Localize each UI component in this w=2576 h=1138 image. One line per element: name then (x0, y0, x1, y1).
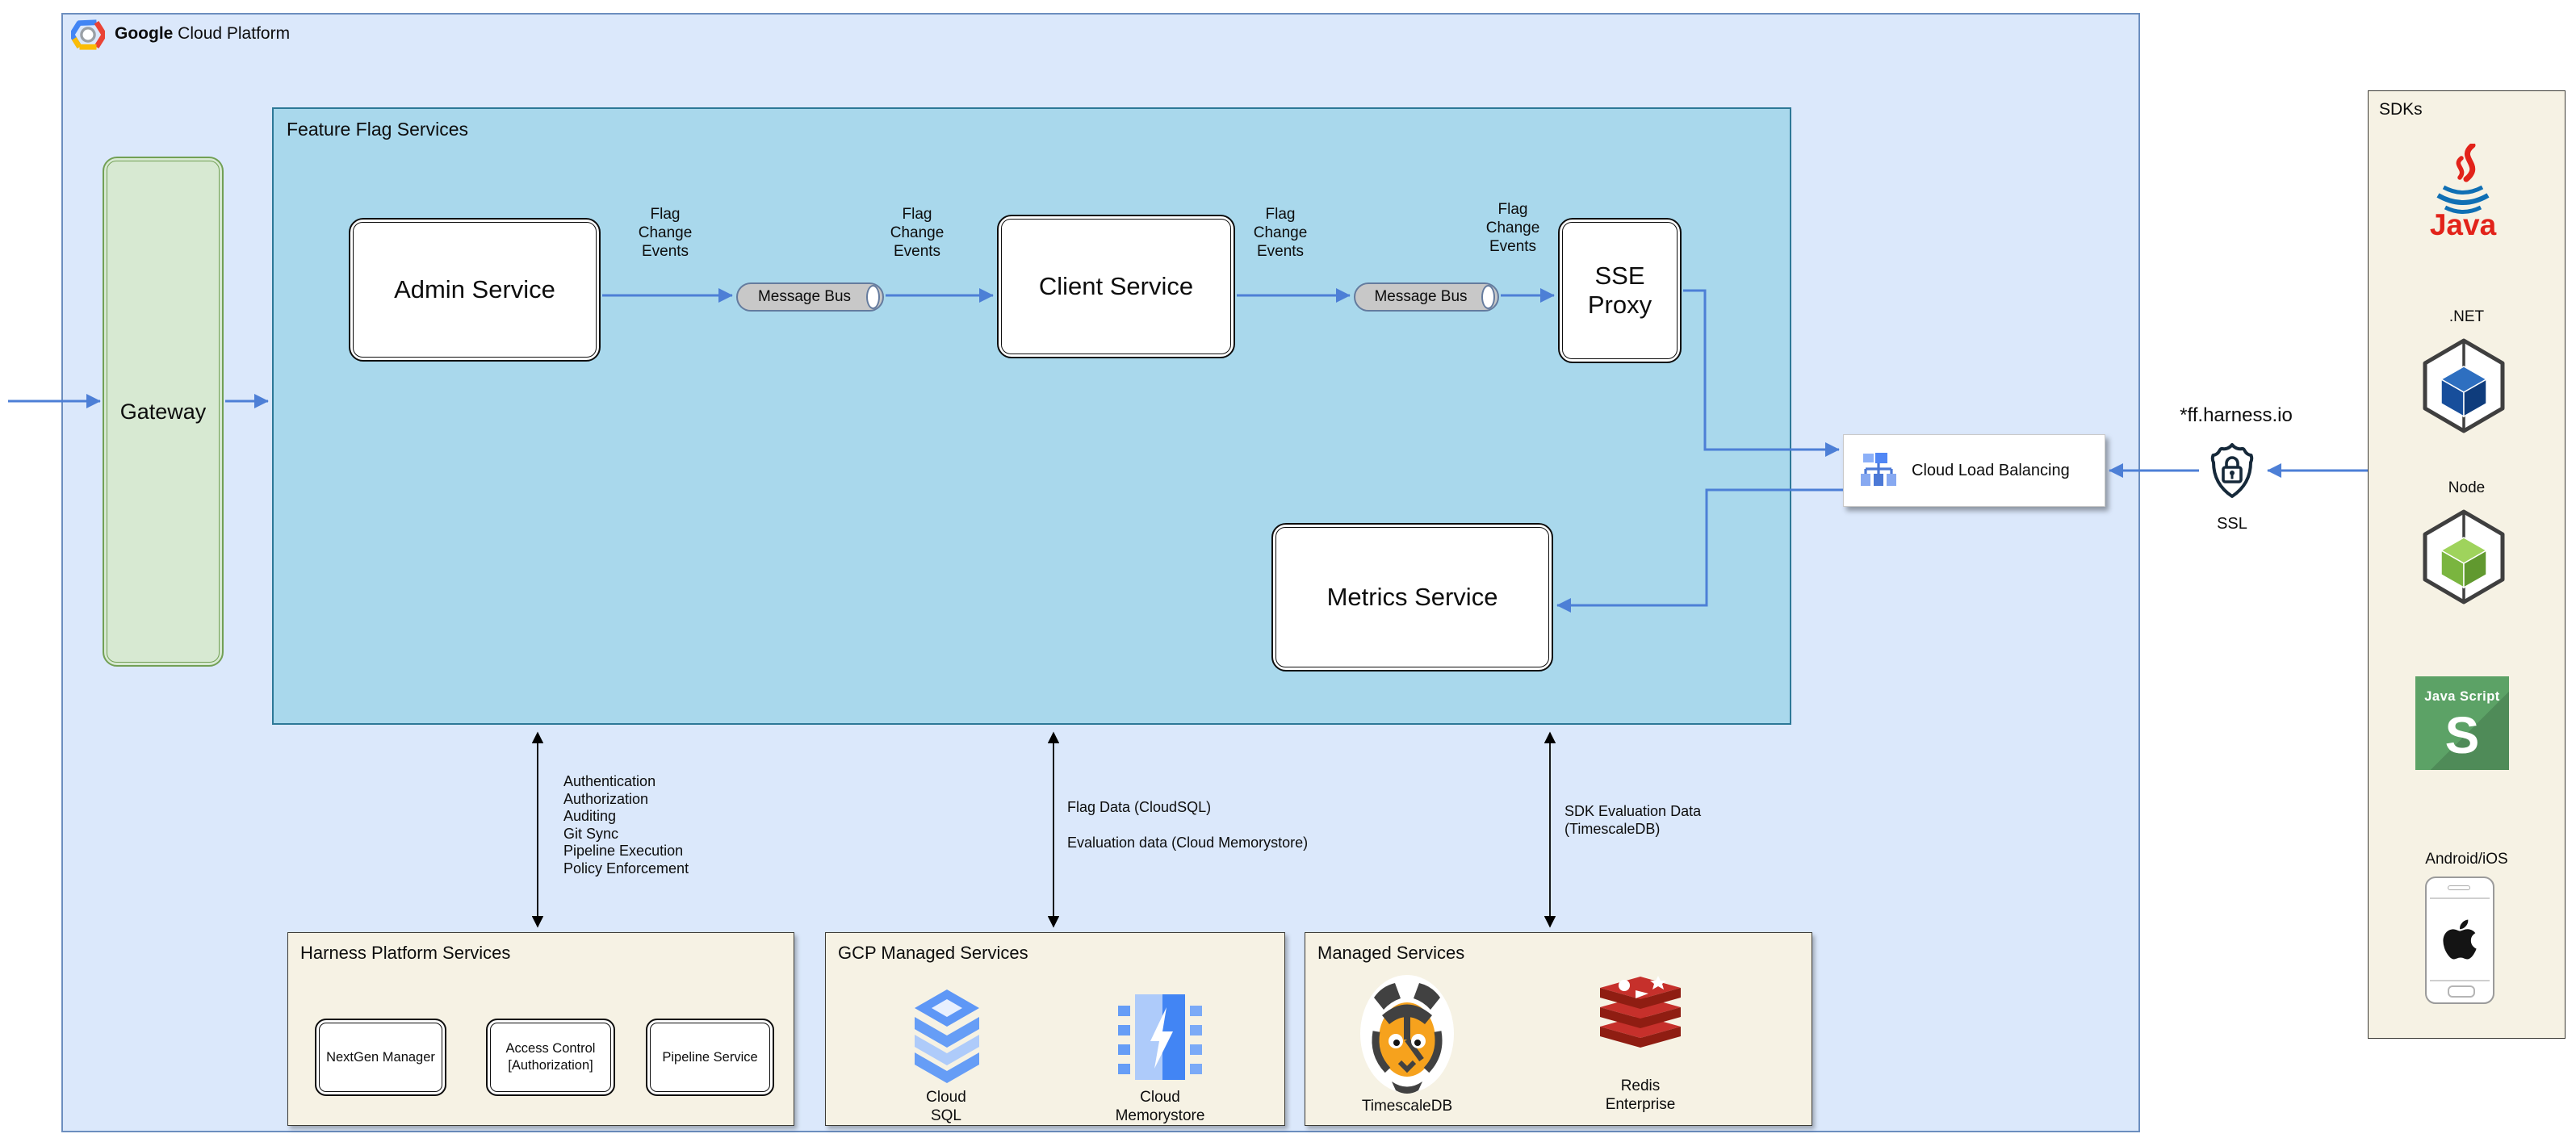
node-label: Node (2448, 479, 2486, 496)
client-service-label: Client Service (1038, 272, 1194, 300)
apple-icon (2443, 919, 2477, 960)
flag-change-events-label-3: Flag Change Events (1253, 206, 1308, 260)
node-package-icon (2423, 509, 2505, 605)
pipeline-service-node: Pipeline Service (646, 1019, 774, 1096)
java-logo-text: Java (2430, 208, 2497, 241)
android-ios-label: Android/iOS (2425, 851, 2508, 868)
gcp-managed-services-title: GCP Managed Services (838, 943, 1028, 963)
flag-data-label: Flag Data (CloudSQL) (1067, 799, 1212, 815)
javascript-logo-letter: S (2444, 706, 2480, 764)
page-title: Google Cloud Platform (115, 24, 290, 44)
redis-logo-icon (1600, 976, 1681, 1048)
evaluation-data-label: Evaluation data (Cloud Memorystore) (1067, 835, 1309, 851)
access-control-node: Access Control [Authorization] (486, 1019, 615, 1096)
access-control-label: Access Control [Authorization] (505, 1041, 596, 1073)
timescaledb-logo-icon (1360, 975, 1454, 1094)
message-bus-1: Message Bus (736, 282, 884, 312)
platform-functions-list: Authentication Authorization Auditing Gi… (563, 773, 689, 877)
java-logo-icon: Java (2430, 144, 2497, 241)
gateway-node: Gateway (103, 157, 224, 667)
ssl-label: SSL (2217, 515, 2247, 533)
cloud-memorystore-label: Cloud Memorystore (1115, 1089, 1205, 1124)
flag-change-events-label-2: Flag Change Events (890, 206, 945, 260)
message-bus-2: Message Bus (1354, 282, 1499, 312)
cloud-sql-label: Cloud SQL (926, 1089, 966, 1124)
metrics-service-label: Metrics Service (1326, 583, 1498, 611)
gateway-label: Gateway (119, 399, 207, 424)
javascript-logo-icon: Java Script S (2415, 676, 2509, 770)
ssl-shield-icon (2210, 443, 2254, 498)
dotnet-package-icon (2423, 338, 2505, 433)
brand-bold: Google (115, 24, 174, 43)
metrics-service-node: Metrics Service (1271, 523, 1553, 672)
gcp-managed-services-container (825, 932, 1285, 1126)
timescaledb-label: TimescaleDB (1361, 1098, 1453, 1115)
feature-flag-services-title: Feature Flag Services (287, 119, 468, 140)
sse-proxy-node: SSE Proxy (1558, 218, 1682, 363)
admin-service-node: Admin Service (349, 218, 601, 362)
sdks-title: SDKs (2379, 100, 2423, 119)
admin-service-label: Admin Service (394, 275, 555, 303)
message-bus-2-label: Message Bus (1374, 288, 1468, 305)
client-service-node: Client Service (997, 215, 1235, 358)
brand-rest: Cloud Platform (173, 24, 291, 43)
redis-enterprise-label: Redis Enterprise (1605, 1077, 1676, 1113)
cloud-sql-icon (915, 989, 979, 1083)
phone-screen (2430, 897, 2490, 981)
smartphone-icon (2425, 877, 2494, 1004)
cloud-load-balancing-label: Cloud Load Balancing (1912, 461, 2070, 479)
sse-proxy-label: SSE Proxy (1587, 261, 1652, 319)
javascript-logo-text: Java Script (2424, 689, 2500, 704)
domain-label: *ff.harness.io (2180, 404, 2293, 426)
flag-change-events-label-1: Flag Change Events (638, 206, 693, 260)
managed-services-title: Managed Services (1317, 943, 1465, 963)
nextgen-manager-node: NextGen Manager (315, 1019, 446, 1096)
harness-platform-services-title: Harness Platform Services (300, 943, 511, 963)
message-bus-1-label: Message Bus (757, 288, 852, 305)
dotnet-label: .NET (2448, 308, 2485, 325)
pipeline-service-label: Pipeline Service (662, 1049, 758, 1065)
sdk-evaluation-data-label: SDK Evaluation Data (TimescaleDB) (1564, 803, 1702, 837)
gcp-logo-icon (71, 19, 105, 50)
nextgen-manager-label: NextGen Manager (326, 1049, 435, 1065)
load-balancing-icon (1861, 453, 1896, 486)
cloud-memorystore-icon (1118, 994, 1202, 1080)
cloud-load-balancing-card: Cloud Load Balancing (1843, 434, 2105, 507)
flag-change-events-label-4: Flag Change Events (1485, 201, 1540, 255)
